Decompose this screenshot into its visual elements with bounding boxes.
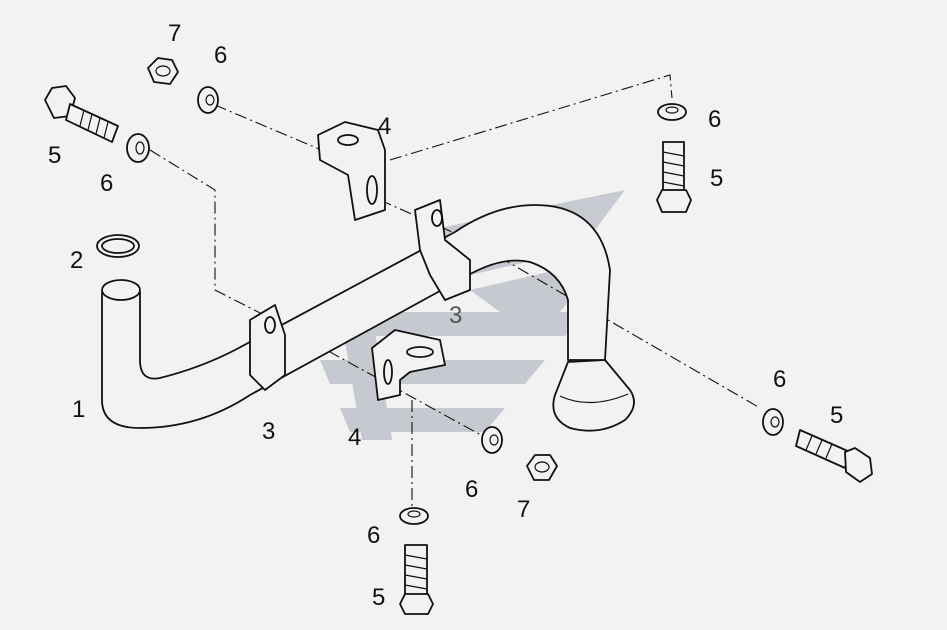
callout-6-left: 6 [100,170,114,197]
pipe-clamp-icon [249,199,471,391]
callout-6-far-right: 6 [773,366,787,393]
callout-3-mid: 3 [449,302,463,329]
callout-2: 2 [70,247,84,274]
callout-7-low: 7 [517,496,531,523]
washer-icon [126,86,784,525]
callout-6-low: 6 [465,476,479,503]
callout-4-low: 4 [348,424,362,451]
callout-6-top: 6 [214,42,228,69]
callout-1: 1 [72,396,86,423]
bolt-icon [44,85,873,615]
callout-6-right: 6 [708,106,722,133]
bracket-icon [317,121,446,401]
callout-4-top: 4 [378,113,392,140]
oil-pickup-pipe-icon [101,204,635,432]
callout-3-low: 3 [262,418,276,445]
o-ring-icon [96,234,140,258]
nut-icon [147,57,558,481]
callout-5-far-right: 5 [830,402,844,429]
callout-5-bottom: 5 [372,584,386,611]
callout-5-right: 5 [710,165,724,192]
callout-5-left: 5 [48,142,62,169]
callout-6-bottom: 6 [367,522,381,549]
callout-7-top: 7 [168,20,182,47]
